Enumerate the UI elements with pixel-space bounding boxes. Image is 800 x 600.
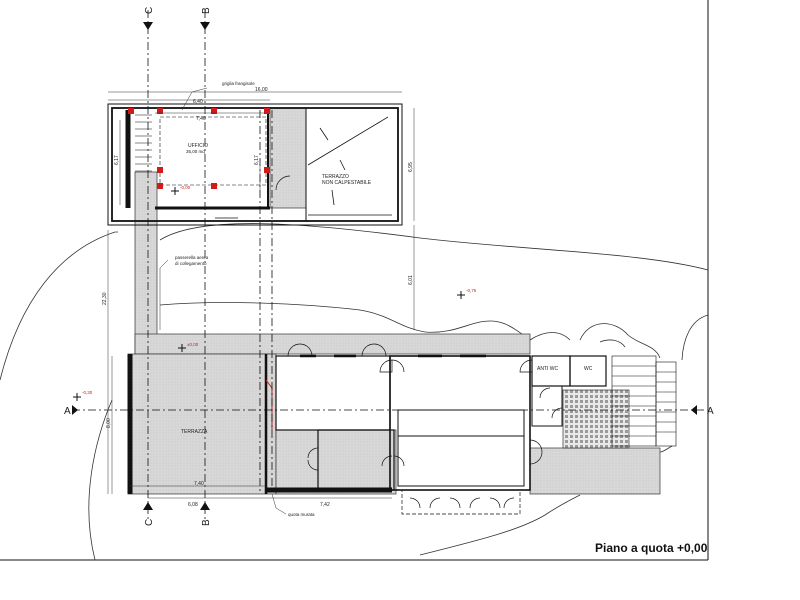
house-hall [389,355,531,491]
walkway-horizontal [134,333,531,355]
dim-617b: 6,17 [254,155,260,165]
house-room-sw [317,429,395,491]
dim-742: 7,42 [320,502,330,508]
terrace-diagonal [307,116,389,166]
dim-800: 8,00 [106,418,112,428]
hatched-areas [127,107,661,495]
level-markers [73,187,465,401]
level-marker-walk [178,344,186,352]
upper-door-swing [275,175,291,191]
door-swings [287,343,563,509]
dim-640: 6,40 [193,99,203,105]
tiled-patio [562,389,630,449]
curtain-note: quota murata [288,512,315,517]
arrow-c-bottom [143,502,153,510]
level-marker-right [457,291,465,299]
dim-740b: 7,40 [194,481,204,487]
right-stair [611,355,677,447]
dim-695: 6,95 [408,162,414,172]
level-walk-label: ±0,00 [187,342,199,347]
dim-2230: 22,30 [102,292,108,305]
dim-740a: 7,40 [196,116,206,122]
porch-dashed [401,489,521,515]
level-office-label: -0,00 [180,185,191,190]
arrow-a-right [691,405,697,415]
upper-terrace-hatch [269,107,307,209]
level-left-label: -0,30 [82,390,93,395]
wc-room [569,355,607,387]
level-right-label: -0,75 [466,288,477,293]
axis-b-label-top: B [201,7,212,14]
terrace-slope-arrow-2 [331,189,335,206]
axis-c-label-top: C [144,7,155,14]
upper-outline [107,103,403,226]
labels: C B C B A A UFFICIO 35,00 mq TERRAZZO NO… [64,7,714,526]
lower-terrace-label: TERRAZZA [181,429,208,435]
upper-terrace-label-2: NON CALPESTABILE [322,180,372,186]
office-columns [128,108,270,189]
office-room [159,116,267,186]
upper-level [107,103,403,226]
lower-terrace-ext [275,429,397,495]
arrow-b-top [200,22,210,30]
level-marker-office [171,187,179,195]
section-arrows [72,22,697,510]
house-room-west [275,355,391,431]
level-marker-left [73,393,81,401]
walkway-note-1: passerella aerea [175,255,209,260]
axis-b-label-bottom: B [201,519,212,526]
arrow-c-top [143,22,153,30]
arrow-a-left [72,405,78,415]
anti-wc-label: ANTI WC [537,366,558,372]
dimension-lines [107,87,415,515]
axis-c-label-bottom: C [144,519,155,526]
right-terrace [529,447,661,495]
dim-608: 6,08 [188,502,198,508]
terrace-slope-arrow-3 [339,159,346,171]
dim-617a: 6,17 [114,155,120,165]
service-room [531,385,563,427]
walkway-vertical [134,171,158,355]
walkway-note-2: di collegamento [175,261,207,266]
dim-1600: 16,00 [255,87,268,93]
terrace-slope-arrow-1 [319,127,329,141]
drawing-title: Piano a quota +0,00 [595,541,708,555]
upper-terrace-label-1: TERRAZZO [322,174,349,180]
grill-note: griglia frangisole [222,81,255,86]
lower-level [127,343,677,515]
upper-inner [111,107,399,222]
axis-a-label-left: A [64,406,71,417]
office-label: UFFICIO [188,143,208,149]
house-core [397,409,525,437]
office-area-label: 35,00 mq [186,149,205,154]
arrow-b-bottom [200,502,210,510]
wc-label: WC [584,366,593,372]
dim-601: 6,01 [408,275,414,285]
upper-stair [135,114,152,172]
house-room-south [397,435,525,487]
axis-a-label-right: A [707,406,714,417]
lower-terrace [127,353,277,495]
